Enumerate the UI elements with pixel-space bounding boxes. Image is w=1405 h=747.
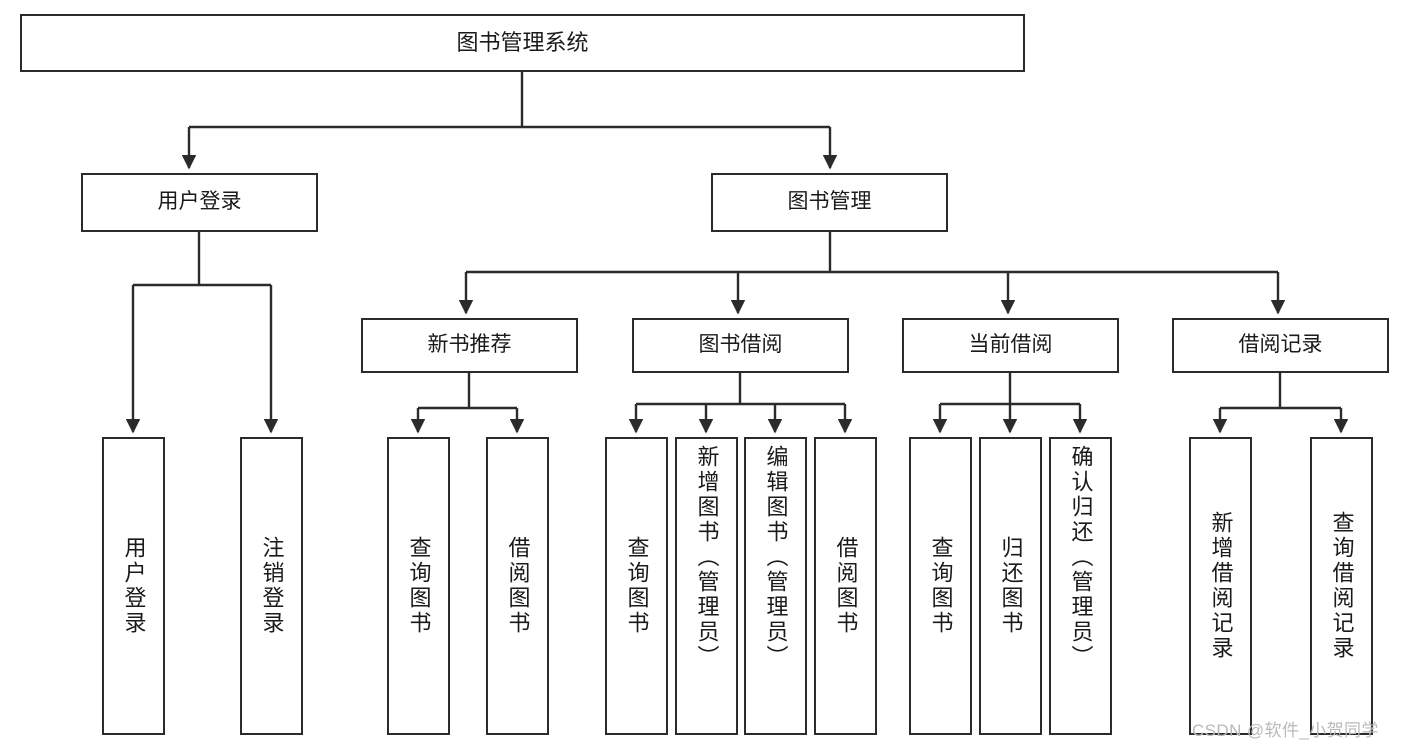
watermark-text: CSDN @软件_小贺同学 xyxy=(1192,721,1379,740)
node-book-borrow[interactable]: 图书借阅 xyxy=(632,318,849,373)
node-label: 归还图书 xyxy=(998,536,1024,636)
node-label: 用户登录 xyxy=(157,190,242,214)
node-user-login[interactable]: 用户登录 xyxy=(81,173,318,232)
leaf-query-book-newbook[interactable]: 查询图书 xyxy=(387,437,450,735)
leaf-borrow-book-newbook[interactable]: 借阅图书 xyxy=(486,437,549,735)
node-label: 查询图书 xyxy=(406,536,432,636)
node-new-book-recommend[interactable]: 新书推荐 xyxy=(361,318,578,373)
node-label: 用户登录 xyxy=(121,536,147,636)
node-borrow-record[interactable]: 借阅记录 xyxy=(1172,318,1389,373)
leaf-edit-book-admin[interactable]: 编辑图书（管理员） xyxy=(744,437,807,735)
node-label: 查询图书 xyxy=(624,536,650,636)
node-label: 注销登录 xyxy=(259,536,285,636)
leaf-return-book[interactable]: 归还图书 xyxy=(979,437,1042,735)
node-label: 图书管理系统 xyxy=(456,30,589,56)
node-label: 图书管理 xyxy=(787,190,872,214)
node-label: 新增借阅记录 xyxy=(1208,511,1234,661)
node-current-borrow[interactable]: 当前借阅 xyxy=(902,318,1119,373)
leaf-user-login[interactable]: 用户登录 xyxy=(102,437,165,735)
leaf-query-book-borrow[interactable]: 查询图书 xyxy=(605,437,668,735)
node-label: 查询图书 xyxy=(928,536,954,636)
node-label: 确认归还（管理员） xyxy=(1068,445,1094,670)
leaf-add-book-admin[interactable]: 新增图书（管理员） xyxy=(675,437,738,735)
node-label: 图书借阅 xyxy=(698,333,783,357)
leaf-query-borrow-record[interactable]: 查询借阅记录 xyxy=(1310,437,1373,735)
node-label: 编辑图书（管理员） xyxy=(763,445,789,670)
node-book-management[interactable]: 图书管理 xyxy=(711,173,948,232)
node-label: 借阅记录 xyxy=(1238,333,1323,357)
leaf-query-book-current[interactable]: 查询图书 xyxy=(909,437,972,735)
leaf-add-borrow-record[interactable]: 新增借阅记录 xyxy=(1189,437,1252,735)
leaf-borrow-book-borrow[interactable]: 借阅图书 xyxy=(814,437,877,735)
node-label: 借阅图书 xyxy=(505,536,531,636)
leaf-confirm-return-admin[interactable]: 确认归还（管理员） xyxy=(1049,437,1112,735)
node-label: 借阅图书 xyxy=(833,536,859,636)
node-label: 新书推荐 xyxy=(427,333,512,357)
node-label: 新增图书（管理员） xyxy=(694,445,720,670)
leaf-logout[interactable]: 注销登录 xyxy=(240,437,303,735)
node-label: 查询借阅记录 xyxy=(1329,511,1355,661)
node-label: 当前借阅 xyxy=(968,333,1053,357)
node-root-book-management-system[interactable]: 图书管理系统 xyxy=(20,14,1025,72)
